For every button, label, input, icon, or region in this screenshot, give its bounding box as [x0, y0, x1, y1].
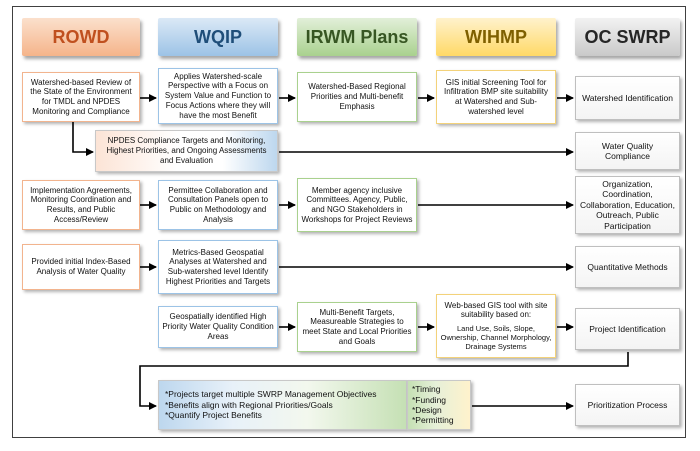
arrow-r1-to-npdes [72, 122, 94, 156]
rowd-watershed-review: Watershed-based Review of the State of t… [22, 72, 140, 122]
wqip-permittee-collaboration: Permittee Collaboration and Consultation… [158, 180, 278, 230]
wihmp-web-gis-title: Web-based GIS tool with site suitability… [444, 300, 548, 320]
arrow-r5-to-r6 [139, 352, 629, 410]
wihmp-web-gis-tool: Web-based GIS tool with site suitability… [436, 294, 556, 358]
swrp-prioritization-process: Prioritization Process [575, 384, 680, 426]
header-wihmp: WIHMP [436, 18, 556, 56]
swrp-watershed-identification: Watershed Identification [575, 76, 680, 120]
npdes-compliance-targets: NPDES Compliance Targets and Monitoring,… [95, 130, 278, 172]
header-irwm-plans: IRWM Plans [297, 18, 417, 56]
swrp-quantitative-methods: Quantitative Methods [575, 246, 680, 288]
swrp-water-quality-compliance: Water Quality Compliance [575, 132, 680, 170]
header-rowd: ROWD [22, 18, 140, 56]
rowd-implementation-agreements: Implementation Agreements, Monitoring Co… [22, 180, 140, 230]
swrp-project-identification: Project Identification [575, 308, 680, 350]
swrp-organization-coordination: Organization, Coordination, Collaboratio… [575, 176, 680, 234]
wihmp-web-gis-criteria: Land Use, Soils, Slope, Ownership, Chann… [440, 324, 552, 352]
implementation-factors-list: *Timing *Funding *Design *Permitting [407, 380, 471, 430]
wihmp-gis-screening: GIS initial Screening Tool for Infiltrat… [436, 70, 556, 124]
irwm-member-committees: Member agency inclusive Committees. Agen… [297, 178, 417, 232]
wqip-geospatial-analyses: Metrics-Based Geospatial Analyses at Wat… [158, 240, 278, 294]
rowd-index-analysis: Provided initial Index-Based Analysis of… [22, 244, 140, 290]
irwm-regional-priorities: Watershed-Based Regional Priorities and … [297, 72, 417, 122]
objectives-benefits-list: *Projects target multiple SWRP Managemen… [158, 380, 407, 430]
header-wqip: WQIP [158, 18, 278, 56]
wqip-high-priority-areas: Geospatially identified High Priority Wa… [158, 306, 278, 348]
wqip-watershed-perspective: Applies Watershed-scale Perspective with… [158, 68, 278, 124]
irwm-multi-benefit-targets: Multi-Benefit Targets, Measureable Strat… [297, 302, 417, 352]
header-oc-swrp: OC SWRP [575, 18, 680, 56]
